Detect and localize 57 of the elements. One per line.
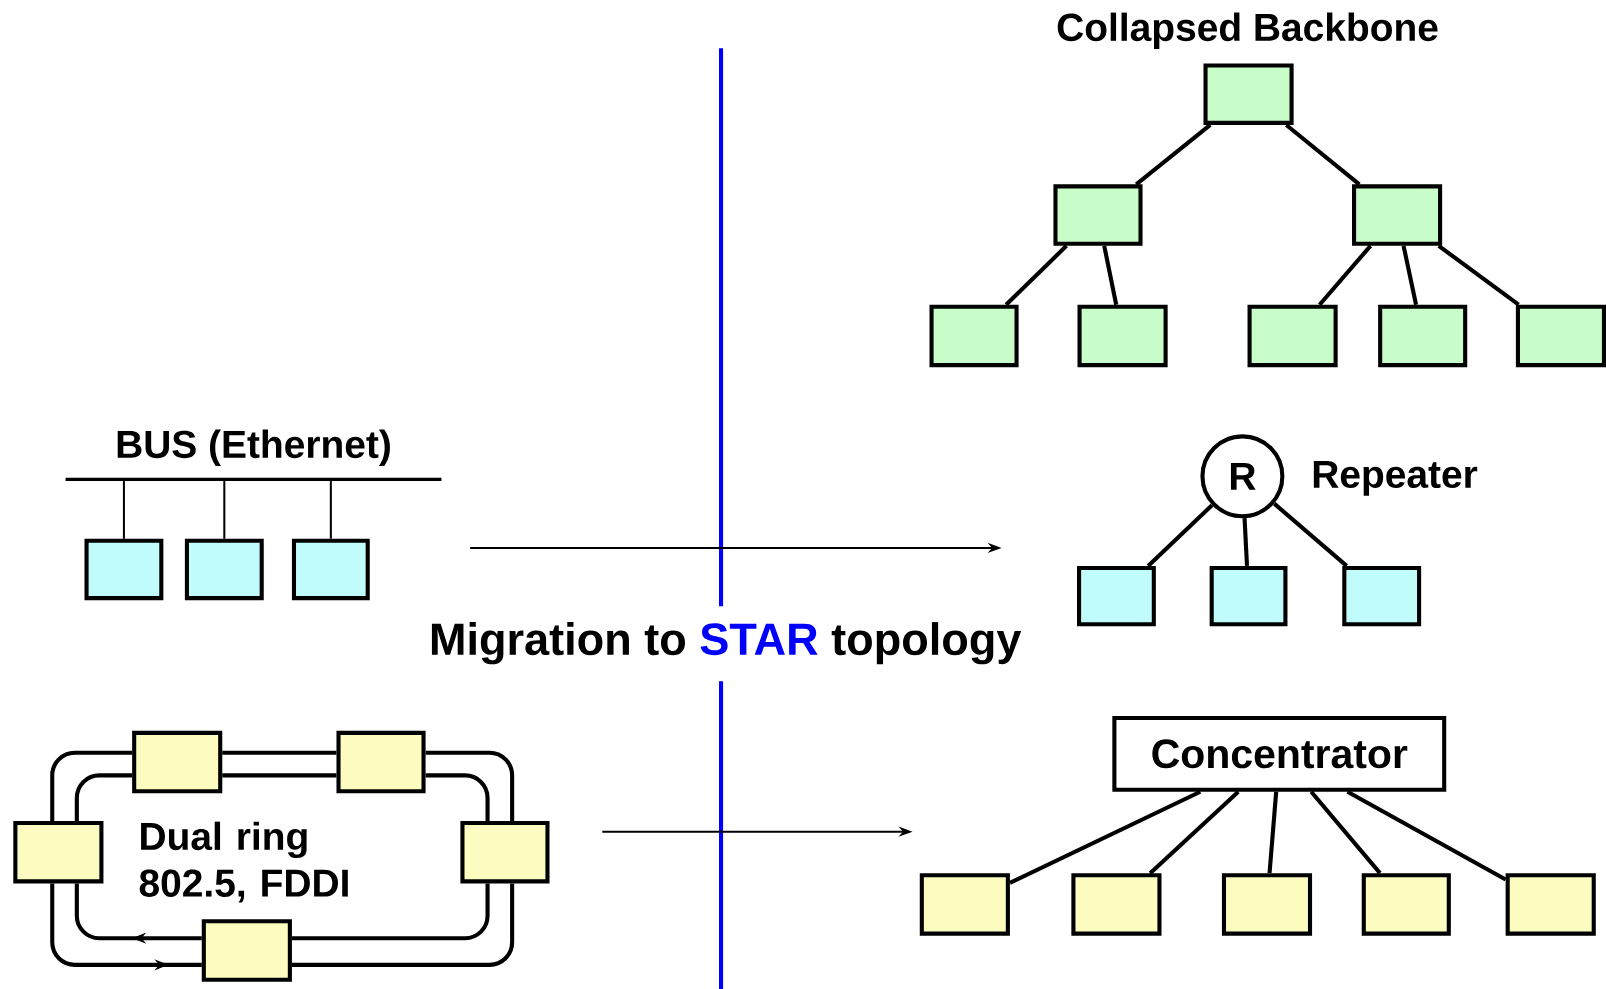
connector-line bbox=[122, 481, 125, 539]
connector-line bbox=[291, 883, 515, 967]
ring-label: Dual ring 802.5, FDDI bbox=[139, 821, 348, 903]
connector-line bbox=[74, 773, 133, 821]
device-box bbox=[1247, 304, 1338, 368]
connector-line bbox=[1009, 789, 1202, 885]
connector-line bbox=[1148, 790, 1240, 875]
heading: Migration to STAR topology bbox=[431, 622, 1022, 665]
bus-line: BUS (Ethernet) bbox=[65, 429, 442, 481]
device-box bbox=[1342, 565, 1422, 627]
device-box bbox=[919, 873, 1010, 936]
connector-line bbox=[1285, 123, 1361, 186]
connector-line bbox=[425, 773, 490, 821]
device-box bbox=[1209, 565, 1288, 627]
device-box bbox=[1515, 304, 1606, 368]
connector-line bbox=[1134, 123, 1212, 186]
device-box bbox=[291, 538, 370, 601]
device-box bbox=[1077, 304, 1168, 368]
node-label: Repeater bbox=[1313, 460, 1478, 496]
connector-line bbox=[1318, 244, 1373, 307]
device-box bbox=[1071, 873, 1162, 936]
device-box bbox=[1378, 304, 1468, 368]
arrow bbox=[74, 883, 202, 944]
concentrator-box: Concentrator bbox=[1112, 715, 1447, 792]
device-box bbox=[132, 730, 223, 794]
device-box bbox=[1077, 565, 1156, 627]
connector-line bbox=[223, 481, 226, 539]
connector-line bbox=[1267, 791, 1279, 874]
connector-line bbox=[1102, 245, 1119, 306]
connector-line bbox=[1146, 503, 1214, 568]
device-box bbox=[13, 820, 104, 884]
connector-line bbox=[222, 773, 337, 778]
device-box bbox=[460, 820, 550, 884]
device-box bbox=[184, 538, 264, 601]
connector-line bbox=[50, 750, 133, 821]
device-box bbox=[84, 538, 164, 601]
connector-line bbox=[425, 750, 515, 821]
connector-line bbox=[1272, 502, 1348, 568]
device-box bbox=[1505, 873, 1596, 936]
device-box bbox=[929, 304, 1019, 368]
connector-line bbox=[1346, 789, 1507, 882]
device-box bbox=[1352, 184, 1443, 246]
connector-line bbox=[1309, 790, 1382, 875]
connector-line bbox=[291, 883, 490, 941]
device-box bbox=[1361, 873, 1451, 936]
connector-line bbox=[329, 481, 332, 539]
heading: Collapsed Backbone bbox=[1057, 12, 1438, 49]
device-box bbox=[201, 919, 292, 982]
device-box bbox=[1221, 873, 1313, 936]
connector-line bbox=[222, 750, 337, 755]
device-box bbox=[1203, 63, 1294, 125]
device-box bbox=[1053, 184, 1143, 246]
connector-line bbox=[1437, 244, 1520, 307]
connector-line bbox=[1004, 244, 1068, 307]
connector-line bbox=[1242, 518, 1250, 566]
connector-line bbox=[1401, 245, 1419, 306]
device-box bbox=[336, 730, 426, 794]
